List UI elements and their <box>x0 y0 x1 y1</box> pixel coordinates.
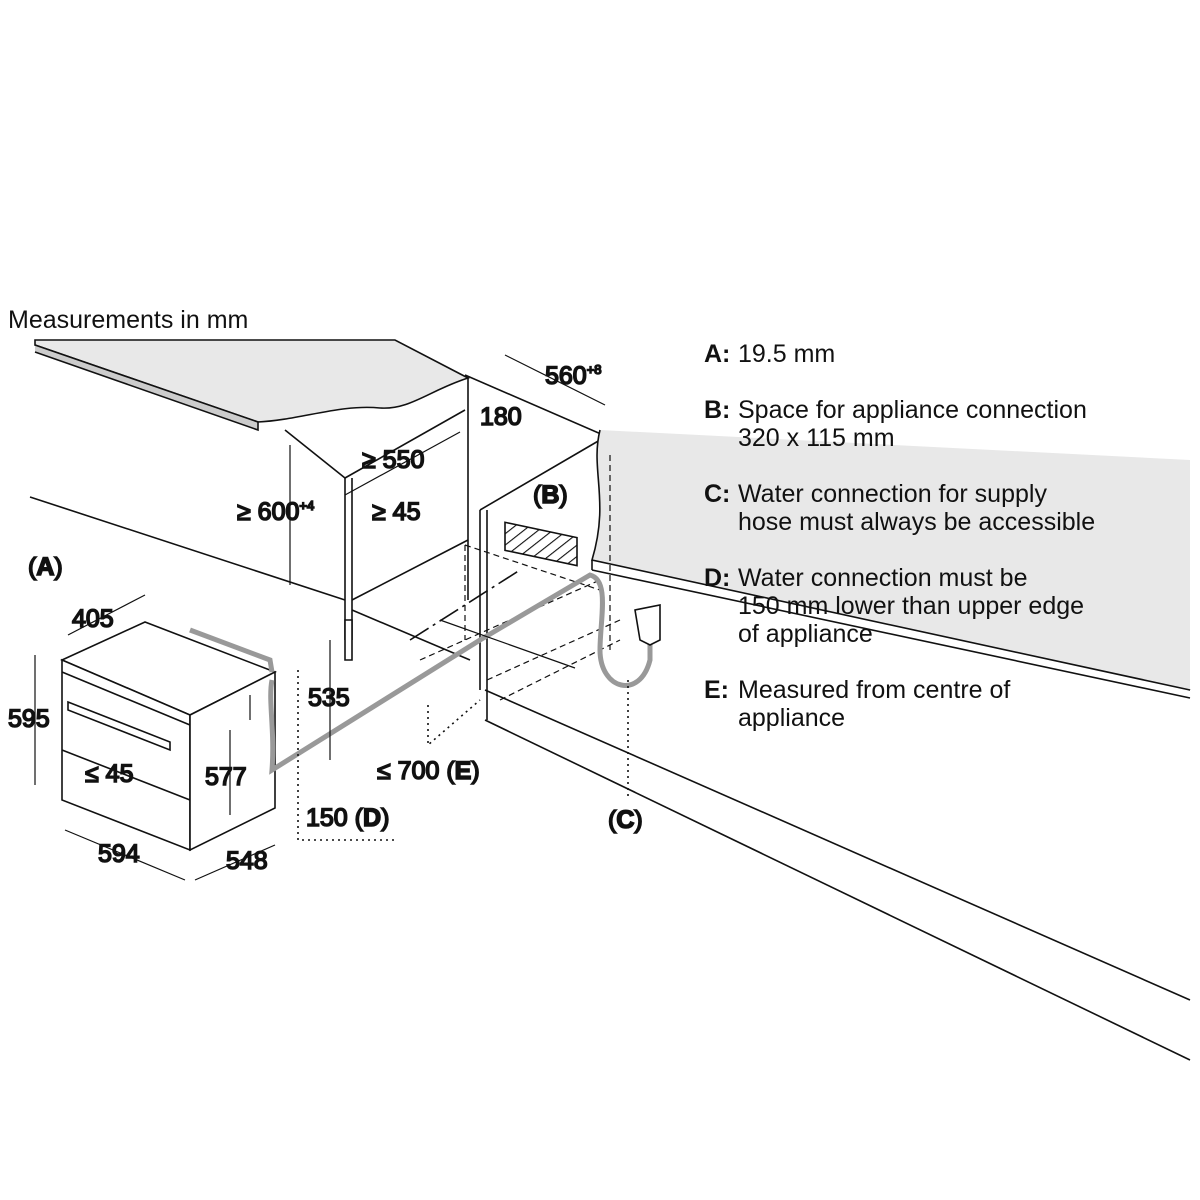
countertop-left <box>34 339 471 423</box>
dim-180: 180 <box>480 403 522 431</box>
legend-key: C: <box>704 480 731 508</box>
dim-577: 577 <box>205 763 247 791</box>
legend-key: E: <box>704 676 729 704</box>
label-b: (B) <box>533 481 568 509</box>
dim-700-e: ≤ 700 (E) <box>377 757 480 785</box>
dim-ge550: ≥ 550 <box>362 446 424 474</box>
countertop-edge <box>34 344 259 432</box>
dim-ge600: ≥ 600+4 <box>237 498 314 526</box>
dim-405: 405 <box>72 605 114 633</box>
legend-text: Water connection must be 150 mm lower th… <box>738 564 1085 648</box>
dim-le45: ≤ 45 <box>85 760 133 788</box>
legend-item-c: C:Water connection for supply hose must … <box>704 480 1184 536</box>
legend-key: B: <box>704 396 731 424</box>
countertop-right <box>592 430 1190 690</box>
dim-548: 548 <box>226 847 268 875</box>
dim-560: 560+8 <box>545 362 602 390</box>
oven <box>60 621 277 852</box>
legend-text: Space for appliance connection 320 x 115… <box>738 396 1087 452</box>
dim-594: 594 <box>98 840 140 868</box>
legend-text: Water connection for supply hose must al… <box>738 480 1096 536</box>
legend-text: Measured from centre of appliance <box>738 676 1011 732</box>
dim-ge45: ≥ 45 <box>372 498 420 526</box>
legend-text: 19.5 mm <box>738 340 836 368</box>
legend-key: D: <box>704 564 731 592</box>
oven-handle <box>67 700 171 752</box>
label-a: (A) <box>28 553 63 581</box>
dim-595: 595 <box>8 705 50 733</box>
legend-item-e: E: Measured from centre of appliance <box>704 676 1184 732</box>
water-tap-icon <box>634 604 661 646</box>
legend-item-b: B:Space for appliance connection 320 x 1… <box>704 396 1184 452</box>
legend-item-d: D:Water connection must be 150 mm lower … <box>704 564 1184 648</box>
water-hose <box>268 572 653 775</box>
dim-535: 535 <box>308 684 350 712</box>
dim-150-d: 150 (D) <box>306 804 389 832</box>
label-c: (C) <box>608 806 643 834</box>
diagram-title: Measurements in mm <box>8 306 249 334</box>
legend-item-a: A:19.5 mm <box>704 340 1184 368</box>
legend: A:19.5 mm B:Space for appliance connecti… <box>704 340 1184 760</box>
legend-key: A: <box>704 340 731 368</box>
connection-space-b <box>504 521 578 567</box>
